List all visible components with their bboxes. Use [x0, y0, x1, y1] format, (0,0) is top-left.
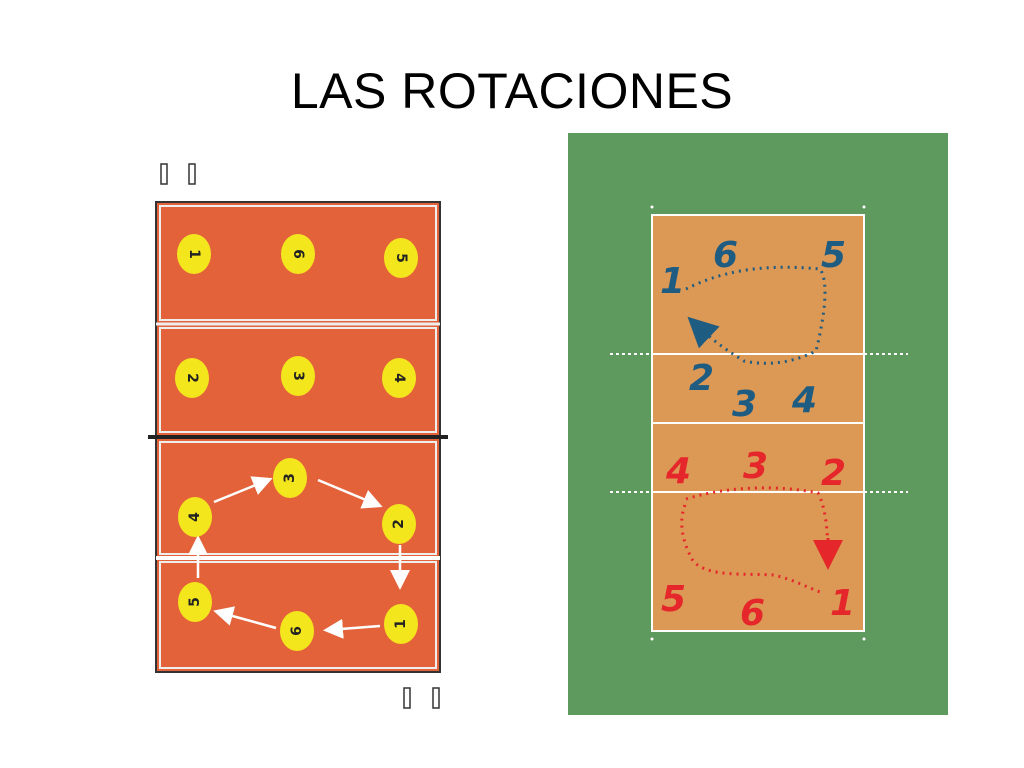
svg-text:5: 5 — [187, 597, 203, 607]
svg-text:3: 3 — [282, 473, 298, 483]
player-bottom-5: 5 — [178, 582, 212, 622]
player-top-4: 4 — [382, 358, 416, 398]
player-top-6: 6 — [281, 234, 315, 274]
blue-player-1: 1 — [660, 261, 685, 302]
player-top-2: 2 — [175, 358, 209, 398]
player-bottom-2: 2 — [382, 504, 416, 544]
player-top-3: 3 — [281, 356, 315, 396]
svg-text:1: 1 — [393, 619, 409, 629]
net-post-top — [160, 163, 196, 185]
player-top-1: 1 — [177, 234, 211, 274]
red-player-2: 2 — [821, 453, 846, 494]
svg-text:5: 5 — [393, 253, 409, 263]
player-bottom-6: 6 — [280, 611, 314, 651]
svg-text:4: 4 — [187, 512, 203, 522]
player-top-5: 5 — [384, 238, 418, 278]
blue-player-6: 6 — [713, 235, 738, 276]
svg-text:2: 2 — [391, 519, 407, 529]
red-player-6: 6 — [740, 593, 765, 634]
red-player-3: 3 — [743, 446, 768, 487]
rotation-arrows — [188, 476, 410, 639]
blue-player-3: 3 — [732, 384, 757, 425]
red-player-4: 4 — [665, 451, 691, 492]
svg-text:6: 6 — [290, 249, 306, 259]
svg-text:1: 1 — [186, 249, 202, 259]
player-bottom-4: 4 — [178, 497, 212, 537]
red-player-1: 1 — [830, 583, 855, 624]
slide-title: LAS ROTACIONES — [290, 63, 734, 119]
rotation-court-diagram-right: 1 6 5 2 3 4 4 3 2 5 6 1 — [568, 133, 948, 715]
rotation-court-diagram-left: 1 6 5 2 3 4 4 3 2 5 6 1 — [148, 163, 448, 709]
blue-player-2: 2 — [689, 358, 714, 399]
svg-text:4: 4 — [391, 373, 407, 383]
blue-player-5: 5 — [821, 235, 846, 276]
svg-text:6: 6 — [289, 626, 305, 636]
court-corner-marks — [650, 205, 866, 641]
net-post-bottom — [403, 687, 440, 709]
blue-player-4: 4 — [791, 380, 817, 421]
red-player-5: 5 — [661, 579, 686, 620]
red-rotation-path — [680, 486, 830, 595]
svg-text:2: 2 — [184, 373, 200, 383]
player-bottom-1: 1 — [384, 604, 418, 644]
svg-text:3: 3 — [290, 371, 306, 381]
player-bottom-3: 3 — [273, 458, 307, 498]
